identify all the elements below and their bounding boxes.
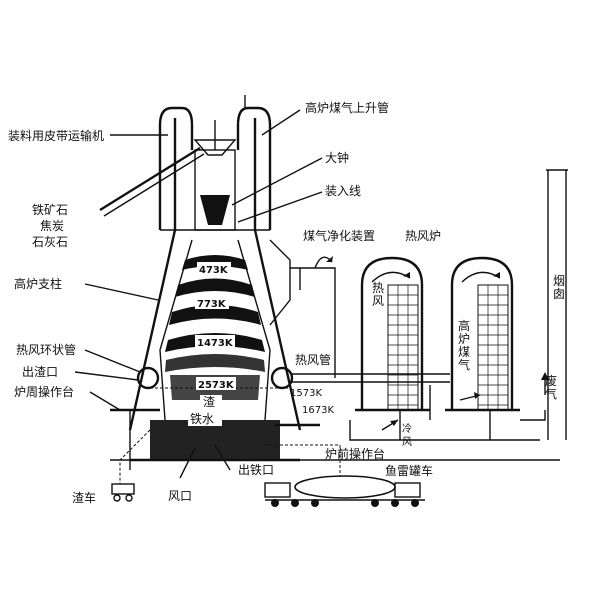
chimney — [546, 169, 568, 440]
big-bell — [200, 195, 230, 225]
labels: 高炉煤气上升管 装料用皮带运输机 大钟 装入线 铁矿石 焦炭 石灰石 煤气净化装… — [8, 100, 565, 505]
label-chimney-vertical: 烟囱 — [553, 274, 565, 301]
gas-cleaning-system — [269, 239, 336, 378]
label-torpedo: 鱼雷罐车 — [385, 463, 433, 478]
slag-car — [111, 483, 135, 502]
label-coke: 焦炭 — [40, 219, 64, 233]
label-platform: 炉周操作台 — [14, 384, 74, 399]
label-charge-line: 装入线 — [325, 184, 361, 198]
label-limestone: 石灰石 — [32, 235, 68, 249]
torpedo-car — [264, 475, 425, 507]
label-gas-pipe: 高炉煤气上升管 — [305, 100, 389, 115]
label-hot-stove: 热风炉 — [405, 229, 441, 243]
ground-and-vehicles — [110, 429, 560, 507]
label-gas-cleaning: 煤气净化装置 — [303, 228, 375, 243]
label-slag-notch: 出渣口 — [22, 365, 58, 379]
hearth — [150, 420, 280, 460]
label-big-bell: 大钟 — [325, 150, 349, 165]
temp-2573: 2573K — [198, 380, 235, 391]
label-hot-air-vertical: 热风 — [372, 281, 384, 308]
label-cold-air-vertical: 冷风 — [402, 422, 412, 448]
temp-773: 773K — [197, 299, 227, 310]
furnace-top — [158, 95, 272, 231]
label-waste-gas-vertical: 废气 — [545, 373, 557, 401]
flow-arrows — [314, 256, 549, 431]
label-tuyere: 风口 — [168, 489, 192, 503]
temp-473: 473K — [199, 265, 229, 276]
in-furnace-labels: 473K 773K 1473K 2573K 渣 铁水 1573K 1673K — [188, 262, 334, 426]
label-iron-ore: 铁矿石 — [32, 203, 68, 217]
label-iron: 铁水 — [190, 412, 214, 426]
hot-stove-2 — [445, 256, 520, 412]
stove-piping — [349, 385, 546, 441]
temp-1673: 1673K — [302, 405, 334, 416]
label-front-platform: 炉前操作台 — [325, 446, 385, 461]
label-hot-air-pipe: 热风管 — [295, 352, 331, 367]
label-bustle-pipe: 热风环状管 — [16, 342, 76, 357]
furnace-shell — [128, 118, 302, 462]
conveyor-belt — [99, 146, 201, 212]
label-bf-gas-vertical: 高炉煤气 — [458, 318, 470, 372]
label-conveyor: 装料用皮带运输机 — [8, 128, 104, 143]
label-taphole: 出铁口 — [238, 463, 274, 477]
leader-lines — [74, 109, 323, 479]
hot-stove-1 — [355, 256, 430, 412]
label-slag-car: 渣车 — [72, 490, 96, 505]
label-slag: 渣 — [203, 395, 215, 409]
bustle-pipe-left — [136, 366, 160, 390]
temp-1573: 1573K — [290, 388, 322, 399]
temp-1473: 1473K — [197, 338, 234, 349]
label-column: 高炉支柱 — [14, 276, 62, 291]
